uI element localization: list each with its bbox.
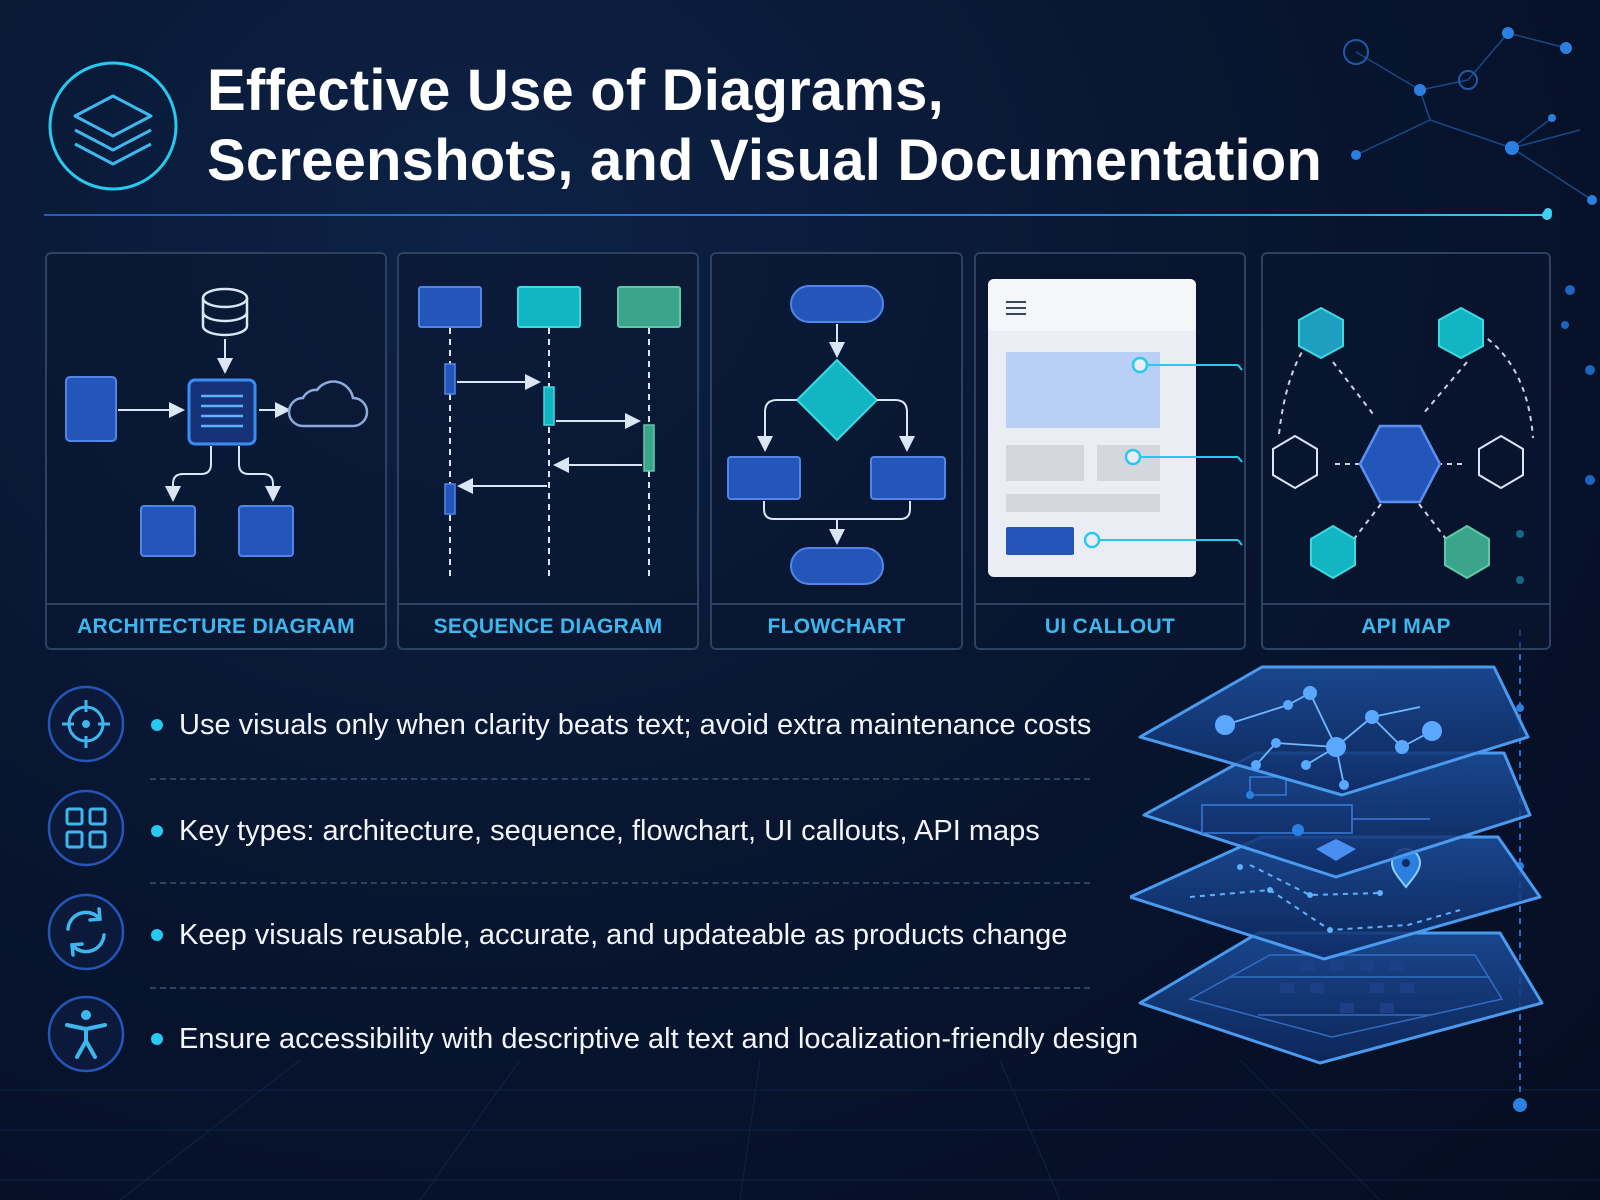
bullet-dot	[151, 825, 163, 837]
client-node	[65, 376, 117, 442]
panel-label: FLOWCHART	[767, 615, 906, 638]
server-lines	[201, 394, 243, 428]
process-node-left	[727, 456, 801, 500]
api-node-left	[1272, 434, 1318, 490]
mock-text-line	[1006, 494, 1160, 512]
layers-icon	[48, 61, 178, 191]
mock-block-left	[1006, 445, 1084, 481]
panel-separator	[399, 603, 697, 605]
api-node-top-left	[1298, 306, 1344, 360]
sequence-diagram-illustration	[418, 286, 681, 576]
callout-markers	[1083, 356, 1149, 549]
layer-network	[1138, 665, 1530, 797]
actor-box-3	[617, 286, 681, 328]
mock-button	[1006, 527, 1074, 555]
panel-architecture-diagram: ARCHITECTURE DIAGRAM	[45, 252, 387, 650]
title-line-2: Screenshots, and Visual Documentation	[207, 128, 1323, 193]
api-map-illustration	[1272, 306, 1534, 580]
api-node-top-right	[1438, 306, 1484, 360]
bullet-divider	[150, 987, 1090, 989]
service-node-right	[238, 505, 294, 557]
flowchart-illustration	[727, 285, 946, 585]
server-node	[187, 378, 257, 446]
process-node-right	[870, 456, 946, 500]
end-node	[790, 547, 884, 585]
panel-label: API MAP	[1361, 615, 1451, 638]
panel-flowchart: FLOWCHART	[710, 252, 963, 650]
actor-box-1	[418, 286, 482, 328]
decision-node	[795, 358, 879, 442]
hamburger-menu-icon	[1006, 301, 1026, 315]
page-title: Effective Use of Diagrams, Screenshots, …	[207, 56, 1387, 196]
panel-sequence-diagram: SEQUENCE DIAGRAM	[397, 252, 699, 650]
bullet-dot	[151, 719, 163, 731]
bullet-dot	[151, 1033, 163, 1045]
target-icon	[47, 685, 125, 763]
stacked-layers-illustration	[1130, 665, 1544, 1065]
panel-label: SEQUENCE DIAGRAM	[433, 615, 663, 638]
start-node	[790, 285, 884, 323]
title-divider-endpoint	[1542, 210, 1552, 220]
title-line-1: Effective Use of Diagrams,	[207, 58, 944, 123]
architecture-diagram-illustration	[65, 287, 369, 557]
panel-label: UI CALLOUT	[1044, 615, 1176, 638]
bullet-text-2: Key types: architecture, sequence, flowc…	[179, 815, 1040, 847]
layer-map	[1130, 835, 1542, 961]
bullet-divider	[150, 778, 1090, 780]
bullet-text-3: Keep visuals reusable, accurate, and upd…	[179, 919, 1068, 951]
api-hub-node	[1358, 424, 1442, 504]
bullet-text-1: Use visuals only when clarity beats text…	[179, 709, 1092, 741]
panel-label: ARCHITECTURE DIAGRAM	[77, 615, 355, 638]
actor-box-2	[517, 286, 581, 328]
api-node-bottom-right	[1444, 524, 1490, 580]
bullet-divider	[150, 882, 1090, 884]
bullet-dot	[151, 929, 163, 941]
panel-api-map: API MAP	[1261, 252, 1551, 650]
panel-separator	[47, 603, 385, 605]
panel-separator	[976, 603, 1244, 605]
panel-separator	[1263, 603, 1549, 605]
cloud-icon	[287, 380, 369, 428]
panel-separator	[712, 603, 961, 605]
api-node-right	[1478, 434, 1524, 490]
refresh-icon	[47, 893, 125, 971]
service-node-left	[140, 505, 196, 557]
api-node-bottom-left	[1310, 524, 1356, 580]
layer-grid	[1138, 931, 1544, 1065]
ui-callout-illustration	[988, 279, 1243, 577]
title-divider	[44, 214, 1546, 216]
callout-lines	[1100, 364, 1243, 546]
grid-icon	[47, 789, 125, 867]
panel-ui-callout: UI CALLOUT	[974, 252, 1246, 650]
database-icon	[201, 287, 249, 337]
accessibility-icon	[47, 995, 125, 1073]
bullet-text-4: Ensure accessibility with descriptive al…	[179, 1023, 1139, 1055]
